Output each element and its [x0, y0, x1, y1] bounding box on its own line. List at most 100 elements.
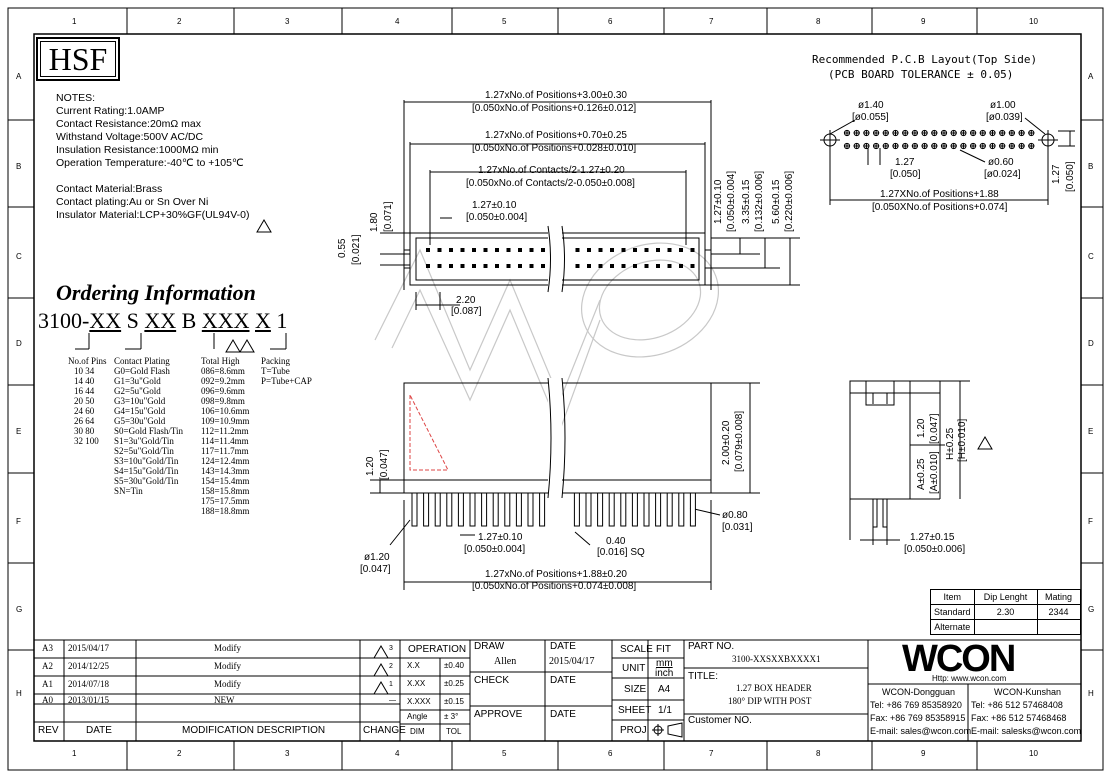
scale-label: SCALE [620, 644, 653, 655]
column-label: 10 [1029, 17, 1038, 26]
top-dim5-inch: [0.071] [383, 201, 394, 232]
front-h1: 1.20 [365, 456, 376, 476]
pin-square [472, 264, 476, 268]
rev-date: 2014/12/25 [68, 661, 110, 671]
rev-header: CHANGE [363, 725, 406, 736]
pcb-hole: ø0.60 [988, 157, 1014, 168]
pin-square [529, 264, 534, 268]
high-item: 106=10.6mm [201, 406, 250, 416]
pin-square [541, 248, 545, 252]
ordering-code-part: XX [89, 308, 122, 333]
kunshan-email: E-mail: salesks@wcon.com [971, 726, 1082, 736]
rev-change: — [389, 697, 396, 704]
pin-square [679, 248, 683, 252]
rev-code: A0 [42, 695, 53, 705]
pcb-row-inch: [0.050] [1065, 161, 1076, 192]
top-dim6-inch: [0.021] [351, 234, 362, 265]
scale-value: FIT [656, 644, 671, 655]
pin-square [495, 264, 499, 268]
pin [585, 492, 592, 527]
unit-label: UNIT [622, 663, 646, 674]
row-label: C [16, 252, 22, 261]
high-item: 098=9.8mm [201, 396, 245, 406]
mating-table-cell: 2344 [1036, 604, 1081, 620]
pin-square [587, 248, 591, 252]
pins-item: 14 40 [74, 376, 95, 386]
pin-square [587, 264, 591, 268]
column-label: 5 [502, 17, 507, 26]
unit-inch: inch [655, 668, 674, 679]
part-no-value: 3100-XXSXXBXXXX1 [732, 654, 821, 664]
column-label: 6 [608, 17, 613, 26]
ordering-code-part: S [121, 308, 145, 333]
side-b-inch: [0.047] [929, 413, 940, 444]
proj-label: PROJ. [620, 725, 650, 736]
pin-square [460, 264, 465, 268]
pin-square [690, 248, 695, 252]
top-dim3: 1.27xNo.of Contacts/2-1.27±0.20 [478, 165, 625, 176]
tolerance-label: X.XXX [407, 697, 431, 706]
column-label: 4 [395, 17, 400, 26]
row-label: A [16, 72, 22, 81]
high-item: 112=11.2mm [201, 426, 249, 436]
kunshan-fax: Fax: +86 512 57468468 [971, 713, 1067, 723]
side-a-inch: [A±0.010] [929, 451, 940, 494]
mating-table-cell [973, 619, 1038, 635]
tolerance-value: ±0.25 [444, 679, 464, 688]
rev-change: 3 [389, 645, 393, 652]
tolerance-value: ±0.40 [444, 661, 464, 670]
pcb-pitch: 1.27 [895, 157, 915, 168]
pin [411, 492, 418, 527]
pin [608, 492, 615, 527]
size-value: A4 [658, 684, 671, 695]
pcb-hole-inch: [ø0.024] [984, 169, 1021, 180]
side-b: 1.20 [916, 418, 927, 438]
pin-square [598, 264, 603, 268]
column-label: 7 [709, 17, 714, 26]
kunshan-tel: Tel: +86 512 57468408 [971, 700, 1063, 710]
top-v3-inch: [0.220±0.006] [784, 170, 795, 232]
notes-title: NOTES: [56, 92, 96, 104]
pcb-layout [820, 117, 1075, 205]
row-label: H [1088, 689, 1094, 698]
pcb-row: 1.27 [1051, 164, 1062, 184]
rev-description: Modify [214, 679, 241, 689]
row-label: F [16, 517, 21, 526]
column-label: 3 [285, 749, 290, 758]
pins-item: 32 100 [74, 436, 99, 446]
pin-square [575, 248, 580, 252]
material-line: Insulator Material:LCP+30%GF(UL94V-0) [56, 209, 250, 221]
pin [492, 492, 499, 527]
approve-label: APPROVE [474, 709, 523, 720]
plating-item: G4=15u"Gold [114, 406, 166, 416]
ordering-title: Ordering Information [56, 280, 256, 305]
column-label: 5 [502, 749, 507, 758]
side-a: A±0.25 [916, 458, 927, 490]
pin-square [518, 264, 522, 268]
pin-square [598, 248, 603, 252]
high-item: 109=10.9mm [201, 416, 250, 426]
pin-square [644, 264, 649, 268]
rev-description: NEW [214, 695, 235, 705]
draw-date: 2015/04/17 [549, 656, 595, 667]
rev-description: Modify [214, 643, 241, 653]
pin-square [529, 248, 534, 252]
pin-square [460, 248, 465, 252]
plating-header: Contact Plating [114, 356, 170, 366]
pcb-pitch-inch: [0.050] [890, 169, 921, 180]
check-date-label: DATE [550, 675, 576, 686]
column-label: 8 [816, 17, 821, 26]
projection-symbol [652, 722, 683, 738]
front-sq: 0.40 [606, 536, 626, 547]
top-dim7: 2.20 [456, 295, 476, 306]
top-v3: 5.60±0.15 [771, 179, 782, 224]
side-h: H±0.25 [945, 427, 956, 460]
row-label: A [1088, 72, 1094, 81]
